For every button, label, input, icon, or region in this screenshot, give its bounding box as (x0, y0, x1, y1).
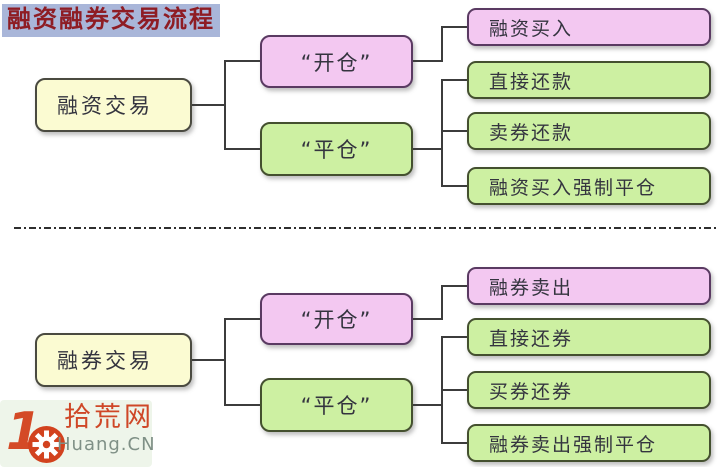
connector-line (224, 318, 226, 406)
node-shorting-open: “开仓” (260, 293, 413, 345)
node-label: 融券卖出 (489, 276, 574, 299)
connector-line (441, 285, 467, 287)
watermark-site-name: 拾荒网 (64, 402, 154, 433)
connector-line (441, 130, 467, 132)
connector-line (413, 60, 443, 62)
node-financing-forced-liquidation: 融资买入强制平仓 (467, 167, 711, 205)
gear-icon (28, 426, 65, 463)
node-shorting-root: 融券交易 (35, 333, 192, 387)
connector-line (413, 318, 443, 320)
node-label: “平仓” (300, 138, 373, 162)
connector-line (224, 404, 260, 406)
connector-line (441, 79, 443, 187)
node-label: “开仓” (300, 308, 373, 332)
node-label: 买券还券 (489, 380, 574, 403)
connector-line (224, 148, 260, 150)
connector-line (441, 389, 467, 391)
connector-line (413, 404, 443, 406)
node-label: 卖券还款 (489, 121, 574, 144)
node-label: “平仓” (300, 394, 373, 418)
node-label: 融资买入 (489, 17, 574, 40)
watermark-background (0, 400, 152, 467)
connector-line (413, 148, 443, 150)
node-financing-open: “开仓” (260, 35, 413, 88)
connector-line (441, 79, 467, 81)
node-label: 融资买入强制平仓 (489, 176, 658, 199)
connector-line (441, 26, 467, 28)
watermark-domain: Huang.CN (57, 434, 156, 455)
connector-line (441, 285, 443, 320)
connector-line (192, 359, 225, 361)
node-label: 融券交易 (57, 349, 153, 373)
node-buy-securities-repay: 买券还券 (467, 371, 711, 409)
connector-line (192, 104, 225, 106)
node-financing-close: “平仓” (260, 122, 413, 176)
connector-line (441, 442, 467, 444)
page-title: 融资融券交易流程 (2, 4, 220, 37)
node-financing-root: 融资交易 (35, 78, 192, 132)
connector-line (441, 336, 467, 338)
connector-line (224, 60, 226, 150)
node-label: “开仓” (300, 50, 373, 75)
node-financing-buy: 融资买入 (467, 8, 711, 46)
node-label: 直接还款 (489, 70, 574, 93)
node-label: 融资交易 (57, 94, 153, 118)
node-direct-repay-cash: 直接还款 (467, 61, 711, 99)
node-short-sell: 融券卖出 (467, 267, 711, 305)
section-divider (14, 227, 719, 229)
node-direct-repay-securities: 直接还券 (467, 318, 711, 356)
connector-line (224, 318, 260, 320)
connector-line (441, 26, 443, 62)
node-sell-securities-repay-cash: 卖券还款 (467, 112, 711, 150)
node-shorting-forced-liquidation: 融券卖出强制平仓 (467, 424, 711, 462)
connector-line (441, 185, 467, 187)
node-label: 融券卖出强制平仓 (489, 433, 658, 456)
node-shorting-close: “平仓” (260, 378, 413, 432)
node-label: 直接还券 (489, 327, 574, 350)
connector-line (224, 60, 260, 62)
